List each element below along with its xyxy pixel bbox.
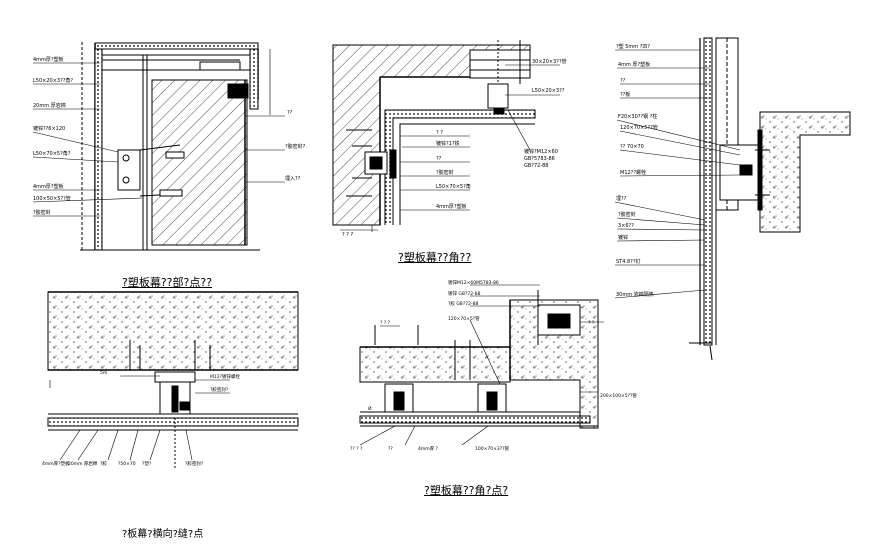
- label-d-b4: ?50×70: [118, 461, 136, 467]
- label-c-t3: ??: [620, 78, 626, 84]
- label-c-t4: ??板: [620, 91, 630, 98]
- label-b-t1: 30×20×3??管: [532, 58, 567, 65]
- detail-a: [32, 42, 285, 251]
- detail-b: [332, 40, 560, 232]
- label-b-b1: ? ? ?: [342, 232, 353, 238]
- label-a-l3: 20mm 厚岩棉: [33, 102, 66, 109]
- caption-detail-a: ?塑板幕??部?点??: [122, 276, 213, 289]
- caption-detail-d: ?板幕?横向?缝?点: [122, 529, 204, 540]
- label-d-l3: ?胶密封?: [210, 386, 229, 393]
- label-b-n1: 镀锌?M12×60: [524, 148, 558, 155]
- label-a-l5: L50×70×5?角?: [33, 150, 71, 157]
- label-c-m10: 30mm 岩棉隔热: [616, 291, 654, 298]
- detail-c: [614, 37, 851, 361]
- label-b-l4: ?胶密封: [436, 169, 454, 176]
- caption-detail-b: ?塑板幕??角??: [398, 251, 472, 264]
- label-e-t2: 镀锌 GB?72-88: [448, 290, 481, 297]
- label-c-m5: 埋??: [616, 195, 627, 202]
- label-e-t1: 镀锌M12×60M5783-86: [448, 279, 499, 286]
- label-c-t2: 4mm 厚?塑板: [618, 61, 650, 68]
- label-b-n3: GB?72-88: [524, 163, 549, 169]
- label-a-l2: L50×20×3??角?: [33, 77, 73, 84]
- label-d-b1: 4mm厚?塑板: [42, 460, 70, 467]
- label-c-m1: F20×30??钢 ?柱: [618, 113, 657, 120]
- label-e-b4: 100×70×3??管: [475, 445, 509, 452]
- label-c-t1: ?塑 5mm ?凹?: [616, 43, 650, 50]
- label-a-l8: ?胶密封: [33, 209, 51, 216]
- label-d-l2: M12?镀锌螺栓: [210, 373, 240, 380]
- label-a-l7: 100×50×5??管: [33, 195, 71, 202]
- label-e-r2: 200×100×5??管: [600, 392, 637, 399]
- label-e-t3: ?胶 GB?72-88: [448, 300, 478, 307]
- label-b-l1: ? ?: [436, 130, 443, 136]
- label-a-l6: 4mm厚?塑板: [33, 183, 64, 190]
- label-a-r1: ??: [287, 110, 293, 116]
- label-c-m8: 镀锌: [618, 234, 628, 241]
- label-d-b5: ?塑?: [142, 460, 152, 467]
- label-b-l5: L50×70×5?角: [436, 183, 471, 190]
- detail-d: [47, 291, 299, 470]
- label-c-m4: M12??螺栓: [620, 169, 646, 176]
- label-a-r3: 埋入??: [285, 175, 301, 182]
- label-b-t2: L50×20×3??: [532, 88, 565, 94]
- label-c-m6: ?胶密封: [618, 211, 636, 218]
- detail-e: [359, 284, 604, 446]
- label-e-o1: Ø: [368, 405, 372, 412]
- label-e-b3: 4mm厚 ?: [418, 446, 439, 452]
- label-a-l4: 镀锌??6×120: [33, 125, 65, 132]
- label-a-l1: 4mm厚?塑板: [33, 56, 64, 63]
- label-c-m9: ST4.8??钉: [616, 258, 641, 265]
- label-b-l3: ??: [436, 156, 442, 162]
- label-c-m3: ?? 70×70: [620, 144, 644, 150]
- label-b-n2: GB?5783-86: [524, 156, 555, 162]
- label-c-m2: 120×70×5??管: [620, 124, 658, 131]
- label-b-l6: 4mm厚?塑板: [436, 203, 467, 210]
- label-e-r1: ? ?: [588, 320, 595, 326]
- label-e-b1: ?? ? ?: [350, 446, 363, 452]
- label-b-l2: 镀锌?1?铁: [436, 140, 460, 147]
- label-e-l1: ? ? ?: [380, 320, 391, 326]
- label-d-l1: 5m: [100, 370, 107, 376]
- label-a-r2: ?胶密封?: [285, 143, 306, 150]
- label-d-b3: ?胶: [100, 460, 107, 467]
- label-d-b2: 20mm 厚岩棉: [68, 460, 98, 467]
- label-d-b6: ?胶密封?: [185, 460, 204, 467]
- caption-detail-c: ?塑板幕??角?点?: [424, 484, 509, 497]
- label-e-b2: ??: [388, 446, 393, 452]
- label-c-m7: 3×6??: [618, 223, 634, 229]
- label-e-t4: 120×70×5?管: [448, 315, 480, 322]
